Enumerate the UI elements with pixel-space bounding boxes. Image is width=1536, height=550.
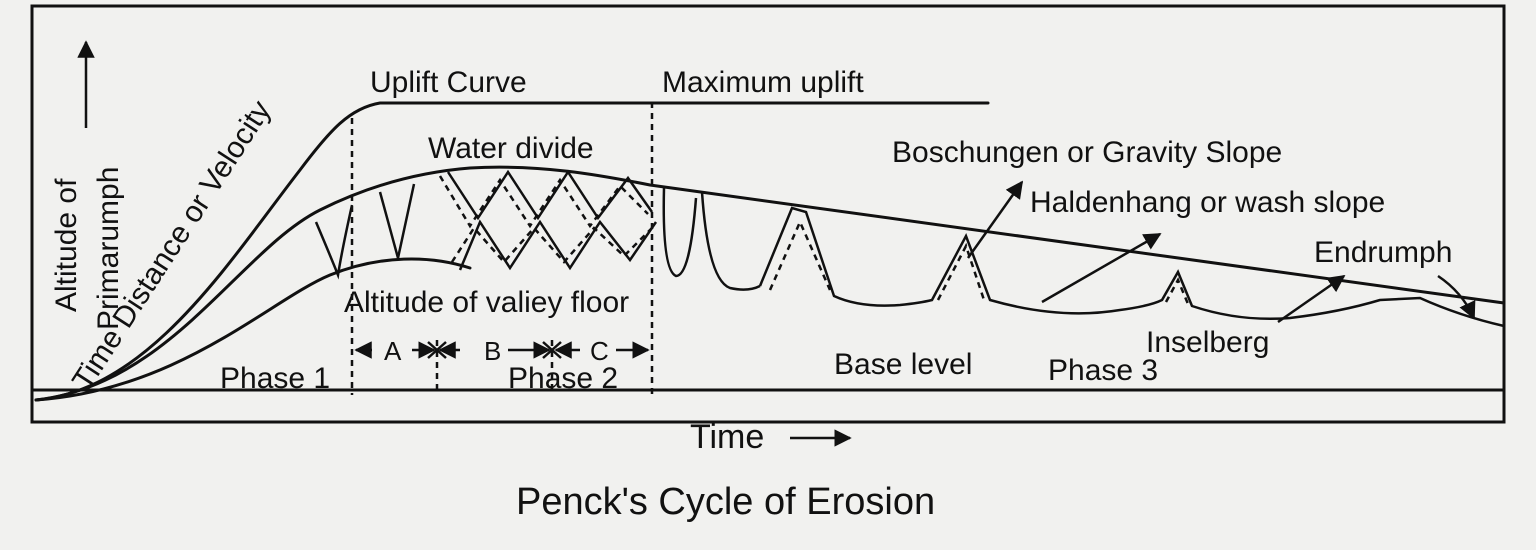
haldenhang-label: Haldenhang or wash slope <box>1030 186 1385 219</box>
phase3-dashed-peak-1 <box>768 218 832 291</box>
phase3-lower-profile <box>758 206 1505 328</box>
x-axis-label: Time <box>690 418 764 456</box>
phase3-valley-1 <box>662 187 698 278</box>
seg-a-label: A <box>384 336 402 366</box>
maximum-uplift-label: Maximum uplift <box>662 66 864 99</box>
phase2-zigzag-dashed-lower <box>450 225 653 264</box>
phase2-zigzag-dashed-upper <box>438 175 649 229</box>
page-title: Penck's Cycle of Erosion <box>516 481 935 523</box>
y-axis-label-line1: Altitude of <box>50 178 83 312</box>
inselberg-dashed-peak <box>1164 277 1190 305</box>
phase3-dashed-peak-2 <box>936 242 986 301</box>
endrumph-arrow <box>1277 274 1346 324</box>
y-axis-label-line2: Primarumph <box>92 167 125 330</box>
phase2-zigzag-upper <box>446 169 654 221</box>
valley-floor-label: Altitude of valiey floor <box>344 286 629 319</box>
phase1-valley <box>314 204 354 280</box>
uplift-curve-label: Uplift Curve <box>370 66 527 99</box>
endrumph-curve-arrow <box>1437 274 1476 320</box>
haldenhang-arrow <box>1041 232 1162 304</box>
inselberg-label: Inselberg <box>1146 326 1269 359</box>
uplift-curve-line <box>34 101 990 402</box>
diagram-frame <box>30 4 1506 424</box>
valley-floor-curve <box>34 257 472 402</box>
phase1-valley-v <box>378 183 416 259</box>
water-divide-label: Water divide <box>428 132 594 165</box>
phase2-label: Phase 2 <box>508 362 618 395</box>
boschungen-arrow <box>966 180 1024 259</box>
phase1-label: Phase 1 <box>220 362 330 395</box>
seg-b-label: B <box>484 336 501 366</box>
phase2-zigzag-lower <box>458 219 658 271</box>
endrumph-label: Endrumph <box>1314 236 1452 269</box>
base-level-label: Base level <box>834 348 972 381</box>
seg-c-label: C <box>590 336 609 366</box>
seg-bc-star <box>542 341 562 359</box>
phase3-label: Phase 3 <box>1048 354 1158 387</box>
seg-ab-star <box>427 341 447 359</box>
phase3-valley-2 <box>700 191 761 291</box>
boschungen-label: Boschungen or Gravity Slope <box>892 136 1282 169</box>
